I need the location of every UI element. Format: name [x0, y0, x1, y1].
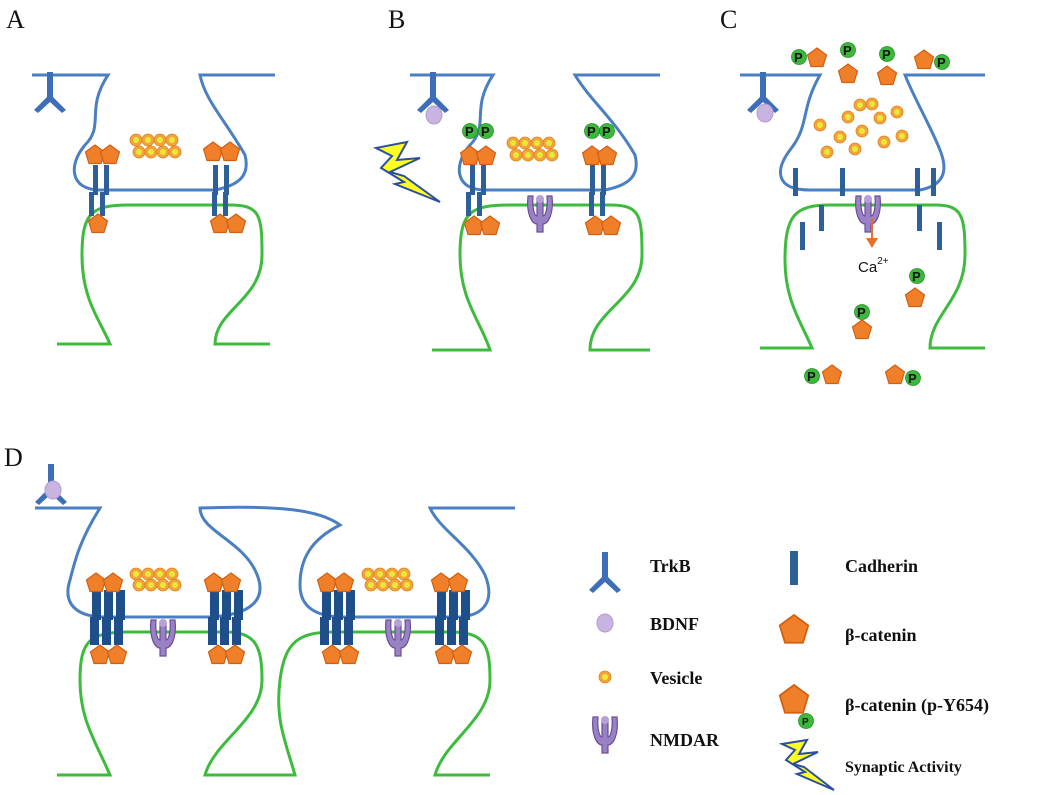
beta-catenin-icon [225, 213, 247, 234]
panel-d-label: D [4, 443, 23, 472]
beta-catenin-icon [202, 141, 224, 162]
nmdar-icon [385, 618, 411, 657]
cadherin-cluster-3 [320, 590, 355, 645]
legend-label-cadherin: Cadherin [845, 556, 918, 576]
cadherin-icon [790, 551, 798, 585]
beta-catenin-icon [600, 215, 622, 236]
phospho-label: P [602, 124, 611, 139]
phospho-label: P [843, 43, 852, 58]
nmdar-icon [527, 194, 553, 233]
phospho-label: P [802, 717, 809, 728]
legend-item-nmdar: NMDAR [592, 715, 720, 754]
beta-catenin-icon [99, 144, 121, 165]
panel-c-label: C [720, 5, 737, 34]
calcium-label: Ca2+ [858, 256, 889, 276]
dissociated-cadherins [793, 168, 942, 250]
panel-b: B P P P P [372, 5, 660, 352]
legend-item-beta-catenin-phospho: P β-catenin (p-Y654) [778, 684, 989, 729]
phospho-label: P [794, 50, 803, 65]
cadherin-cluster-4 [435, 590, 470, 645]
phospho-beta-catenin-group: P P P P P P P P [791, 42, 950, 386]
panel-d: D [4, 443, 515, 777]
legend-label-beta-catenin-phospho: β-catenin (p-Y654) [845, 695, 989, 716]
phospho-label: P [937, 55, 946, 70]
panel-a-presynaptic-membrane [32, 73, 275, 192]
panel-a: A [6, 5, 275, 346]
phospho-label: P [882, 47, 891, 62]
phospho-label: P [857, 305, 866, 320]
phospho-label: P [465, 124, 474, 139]
legend-label-synaptic-activity: Synaptic Activity [845, 759, 962, 776]
released-vesicles [813, 97, 909, 159]
phospho-label: P [912, 269, 921, 284]
vesicle-icon [598, 670, 612, 684]
trkb-icon [589, 552, 621, 593]
panel-c-presynaptic-membrane [740, 73, 985, 192]
calcium-influx-arrow [866, 218, 878, 248]
panel-b-label: B [388, 5, 405, 34]
phospho-label: P [587, 124, 596, 139]
beta-catenin-icon [219, 141, 241, 162]
panel-b-postsynaptic-membrane [432, 203, 650, 352]
vesicle-cluster [506, 136, 559, 162]
legend-item-trkb: TrkB [589, 552, 691, 593]
legend-item-cadherin: Cadherin [790, 551, 918, 585]
nmdar-icon [592, 715, 618, 754]
cadherin-pair-left [89, 165, 109, 216]
legend-label-bdnf: BDNF [650, 614, 699, 634]
phospho-label: P [908, 371, 917, 386]
legend-label-beta-catenin: β-catenin [845, 625, 916, 645]
trkb-icon [34, 72, 66, 113]
beta-catenin-icon [479, 215, 501, 236]
phospho-label: P [481, 124, 490, 139]
legend-item-vesicle: Vesicle [598, 668, 702, 688]
beta-catenin-icon [87, 213, 109, 234]
panel-c: C Ca2+ P P [720, 5, 985, 386]
legend-label-trkb: TrkB [650, 556, 691, 576]
beta-catenin-icon [778, 684, 810, 714]
phospho-label: P [807, 369, 816, 384]
bdnf-icon [44, 480, 62, 500]
beta-catenin-icon [596, 145, 618, 166]
bdnf-icon [756, 103, 774, 123]
vesicle-cluster [129, 133, 182, 159]
vesicle-cluster [361, 567, 414, 592]
beta-catenin-icon [778, 614, 810, 644]
panel-c-postsynaptic-membrane [760, 203, 985, 350]
legend-label-nmdar: NMDAR [650, 730, 720, 750]
cadherin-cluster-2 [208, 590, 243, 645]
legend: TrkB BDNF Vesicle NMDAR Cadherin β-caten… [589, 551, 989, 791]
synaptic-activity-icon [372, 140, 441, 203]
beta-catenin-icon [475, 145, 497, 166]
cadherin-pair-left [466, 165, 486, 216]
cadherin-pair-right [212, 165, 229, 216]
panel-d-presynaptic-membrane [35, 505, 515, 619]
panel-b-presynaptic-membrane [410, 73, 660, 192]
cadherin-cluster-1 [90, 590, 125, 645]
legend-item-bdnf: BDNF [596, 613, 699, 634]
legend-item-synaptic-activity: Synaptic Activity [778, 738, 962, 791]
nmdar-icon [150, 618, 176, 657]
bdnf-icon [425, 105, 443, 125]
nmdar-icon [855, 194, 881, 233]
cadherin-pair-right [589, 165, 606, 216]
lightning-icon [778, 738, 835, 791]
legend-item-beta-catenin: β-catenin [778, 614, 916, 645]
panel-a-label: A [6, 5, 25, 34]
panel-a-postsynaptic-membrane [57, 203, 270, 346]
vesicle-cluster [129, 567, 182, 592]
legend-label-vesicle: Vesicle [650, 668, 702, 688]
bdnf-icon [596, 613, 614, 633]
panel-d-postsynaptic-membrane [57, 630, 492, 777]
